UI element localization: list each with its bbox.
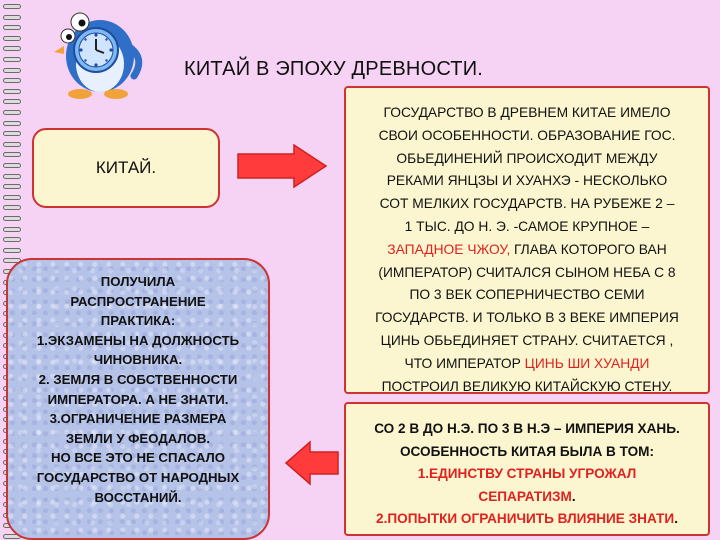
practice-line: НО ВСЕ ЭТО НЕ СПАСАЛО xyxy=(50,450,226,466)
state-line: ЦИНЬ ОБЬЕДИНЯЕТ СТРАНУ. СЧИТАЕТСЯ , xyxy=(380,332,674,348)
spiral-ring xyxy=(3,14,21,20)
spiral-ring xyxy=(3,205,21,211)
spiral-ring xyxy=(3,237,21,243)
spiral-ring xyxy=(3,194,21,200)
arrow-left-icon xyxy=(284,440,339,486)
han-line-dot: . xyxy=(571,488,576,504)
page-title: КИТАЙ В ЭПОХУ ДРЕВНОСТИ. xyxy=(184,58,484,80)
state-line: 1 ТЫС. ДО Н. Э. -САМОЕ КРУПНОЕ – xyxy=(404,218,650,234)
state-line: ПОСТРОИЛ ВЕЛИКУЮ КИТАЙСКУЮ СТЕНУ. xyxy=(381,378,673,394)
han-line-dot: . xyxy=(674,511,678,527)
practice-line: ЗЕМЛИ У ФЕОДАЛОВ. xyxy=(65,430,211,446)
practice-line: ПОЛУЧИЛА xyxy=(100,274,176,289)
state-line: ЗАПАДНОЕ ЧЖОУ, ГЛАВА КОТОРОГО ВАН xyxy=(352,239,702,262)
practice-line: 2. ЗЕМЛЯ В СОБСТВЕННОСТИ xyxy=(38,371,238,387)
spiral-ring xyxy=(3,110,21,115)
state-formation-box: ГОСУДАРСТВО В ДРЕВНЕМ КИТАЕ ИМЕЛО СВОИ О… xyxy=(344,86,710,394)
practice-line: ВОССТАНИЙ. xyxy=(94,489,182,505)
practice-line: 1.ЭКЗАМЕНЫ НА ДОЛЖНОСТЬ xyxy=(36,332,240,348)
state-line: СОТ МЕЛКИХ ГОСУДАРСТВ. НА РУБЕЖЕ 2 – xyxy=(379,196,675,212)
practice-line: ИМПЕРАТОРА. А НЕ ЗНАТИ. xyxy=(47,391,229,407)
spiral-ring xyxy=(3,152,21,158)
state-line: (ИМПЕРАТОР) СЧИТАЛСЯ СЫНОМ НЕБА С 8 xyxy=(378,264,676,280)
western-zhou-highlight: ЗАПАДНОЕ ЧЖОУ, xyxy=(387,241,511,257)
state-line: ГОСУДАРСТВО В ДРЕВНЕМ КИТАЕ ИМЕЛО xyxy=(383,105,671,120)
spiral-ring xyxy=(3,4,21,9)
nobility-limit-highlight: 2.ПОПЫТКИ ОГРАНИЧИТЬ ВЛИЯНИЕ ЗНАТИ xyxy=(376,511,675,527)
spiral-ring xyxy=(3,131,21,137)
state-line-rest: ГЛАВА КОТОРОГО ВАН xyxy=(510,241,667,257)
han-line: ОСОБЕННОСТЬ КИТАЯ БЫЛА В ТОМ: xyxy=(399,443,655,459)
separatism-highlight: СЕПАРАТИЗМ xyxy=(478,488,572,504)
spiral-ring xyxy=(3,184,21,190)
state-line: РЕКАМИ ЯНЦЗЫ И ХУАНХЭ - НЕСКОЛЬКО xyxy=(386,173,668,189)
state-line-start: ЧТО ИМПЕРАТОР xyxy=(404,355,525,371)
han-line-red: 1.ЕДИНСТВУ СТРАНЫ УГРОЖАЛ xyxy=(417,466,637,482)
practice-box: ПОЛУЧИЛА РАСПРОСТРАНЕНИЕ ПРАКТИКА: 1.ЭКЗАМЕ… xyxy=(6,258,270,540)
spiral-ring xyxy=(3,88,21,94)
practice-line: ПРАКТИКА: xyxy=(100,313,176,329)
han-line: СО 2 В ДО Н.Э. ПО 3 В Н.Э – ИМПЕРИЯ ХАНЬ… xyxy=(374,421,680,436)
practice-line: ЧИНОВНИКА. xyxy=(93,352,183,368)
han-line: СЕПАРАТИЗМ. xyxy=(352,486,702,509)
spiral-ring xyxy=(3,35,21,41)
state-line: ПО 3 ВЕК СОПЕРНИЧЕСТВО СЕМИ xyxy=(409,287,645,303)
state-line: ГОСУДАРСТВ. И ТОЛЬКО В 3 ВЕКЕ ИМПЕРИЯ xyxy=(375,310,679,326)
practice-line: 3.ОГРАНИЧЕНИЕ РАЗМЕРА xyxy=(49,411,227,427)
china-label: КИТАЙ. xyxy=(95,158,157,177)
spiral-ring xyxy=(3,99,21,105)
spiral-ring xyxy=(3,141,21,147)
spiral-ring xyxy=(3,25,21,31)
practice-line: ГОСУДАРСТВО ОТ НАРОДНЫХ xyxy=(36,469,240,485)
spiral-ring xyxy=(3,163,21,168)
spiral-ring xyxy=(3,216,21,221)
spiral-ring xyxy=(3,67,21,73)
spiral-ring xyxy=(3,173,21,179)
spiral-ring xyxy=(3,57,21,62)
arrow-right-icon xyxy=(237,143,328,189)
spiral-ring xyxy=(3,46,21,52)
spiral-ring xyxy=(3,247,21,253)
china-box: КИТАЙ. xyxy=(32,128,220,208)
han-empire-box: СО 2 В ДО Н.Э. ПО 3 В Н.Э – ИМПЕРИЯ ХАНЬ… xyxy=(344,402,710,536)
han-line: 2.ПОПЫТКИ ОГРАНИЧИТЬ ВЛИЯНИЕ ЗНАТИ. xyxy=(352,508,702,531)
state-line: СВОИ ОСОБЕННОСТИ. ОБРАЗОВАНИЕ ГОС. xyxy=(378,127,676,143)
spiral-ring xyxy=(3,78,21,84)
penguin-clock-icon xyxy=(54,12,143,99)
spiral-ring xyxy=(3,120,21,126)
qin-shi-huang-highlight: ЦИНЬ ШИ ХУАНДИ xyxy=(524,355,650,371)
state-line: ЧТО ИМПЕРАТОР ЦИНЬ ШИ ХУАНДИ xyxy=(352,353,702,376)
practice-line: РАСПРОСТРАНЕНИЕ xyxy=(70,293,206,309)
spiral-ring xyxy=(3,226,21,232)
state-line: ОБЬЕДИНЕНИЙ ПРОИСХОДИТ МЕЖДУ xyxy=(396,150,658,166)
